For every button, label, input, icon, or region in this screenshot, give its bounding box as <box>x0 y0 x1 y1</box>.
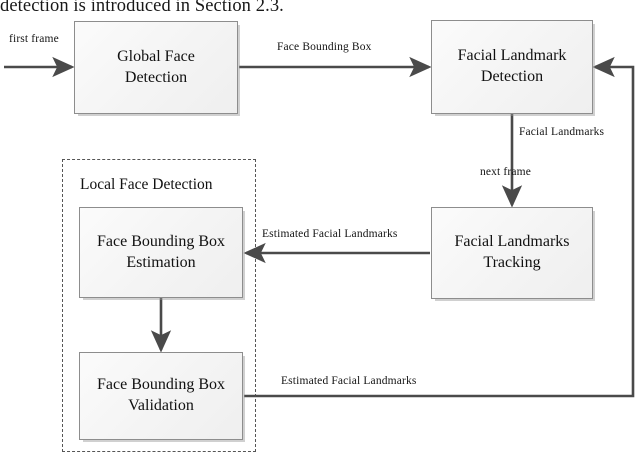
node-face-bounding-box-validation[interactable]: Face Bounding Box Validation <box>79 352 243 440</box>
node-global-face-detection[interactable]: Global Face Detection <box>74 21 238 114</box>
page-caption: detection is introduced in Section 2.3. <box>0 0 284 16</box>
local-face-detection-group-title: Local Face Detection <box>80 176 213 193</box>
node-facial-landmark-detection-line1: Facial Landmark <box>457 47 567 65</box>
node-facial-landmark-detection[interactable]: Facial Landmark Detection <box>431 20 593 114</box>
edge-label-first-frame: first frame <box>9 33 59 45</box>
node-face-bounding-box-estimation-line1: Face Bounding Box <box>97 232 225 250</box>
edge-estimated-facial-landmarks-feedback <box>244 56 635 398</box>
edge-label-facial-landmarks: Facial Landmarks <box>519 126 605 138</box>
edge-label-estimated-facial-landmarks-mid: Estimated Facial Landmarks <box>262 228 398 240</box>
node-facial-landmark-detection-line2: Detection <box>480 68 544 85</box>
edge-label-estimated-facial-landmarks-bottom: Estimated Facial Landmarks <box>281 375 417 387</box>
node-global-face-detection-line2: Detection <box>124 68 188 86</box>
node-facial-landmarks-tracking[interactable]: Facial Landmarks Tracking <box>431 207 593 299</box>
node-global-face-detection-line1: Global Face <box>117 47 195 65</box>
node-facial-landmarks-tracking-line1: Facial Landmarks <box>454 233 570 251</box>
node-face-bounding-box-validation-line1: Face Bounding Box <box>97 376 225 394</box>
node-face-bounding-box-estimation[interactable]: Face Bounding Box Estimation <box>79 207 243 298</box>
node-facial-landmarks-tracking-line2: Tracking <box>483 254 541 271</box>
node-face-bounding-box-validation-line2: Validation <box>128 397 194 414</box>
node-face-bounding-box-estimation-line2: Estimation <box>126 253 196 271</box>
edge-label-next-frame: next frame <box>480 166 531 178</box>
local-face-detection-group <box>62 159 256 452</box>
edge-label-face-bounding-box: Face Bounding Box <box>277 41 372 53</box>
